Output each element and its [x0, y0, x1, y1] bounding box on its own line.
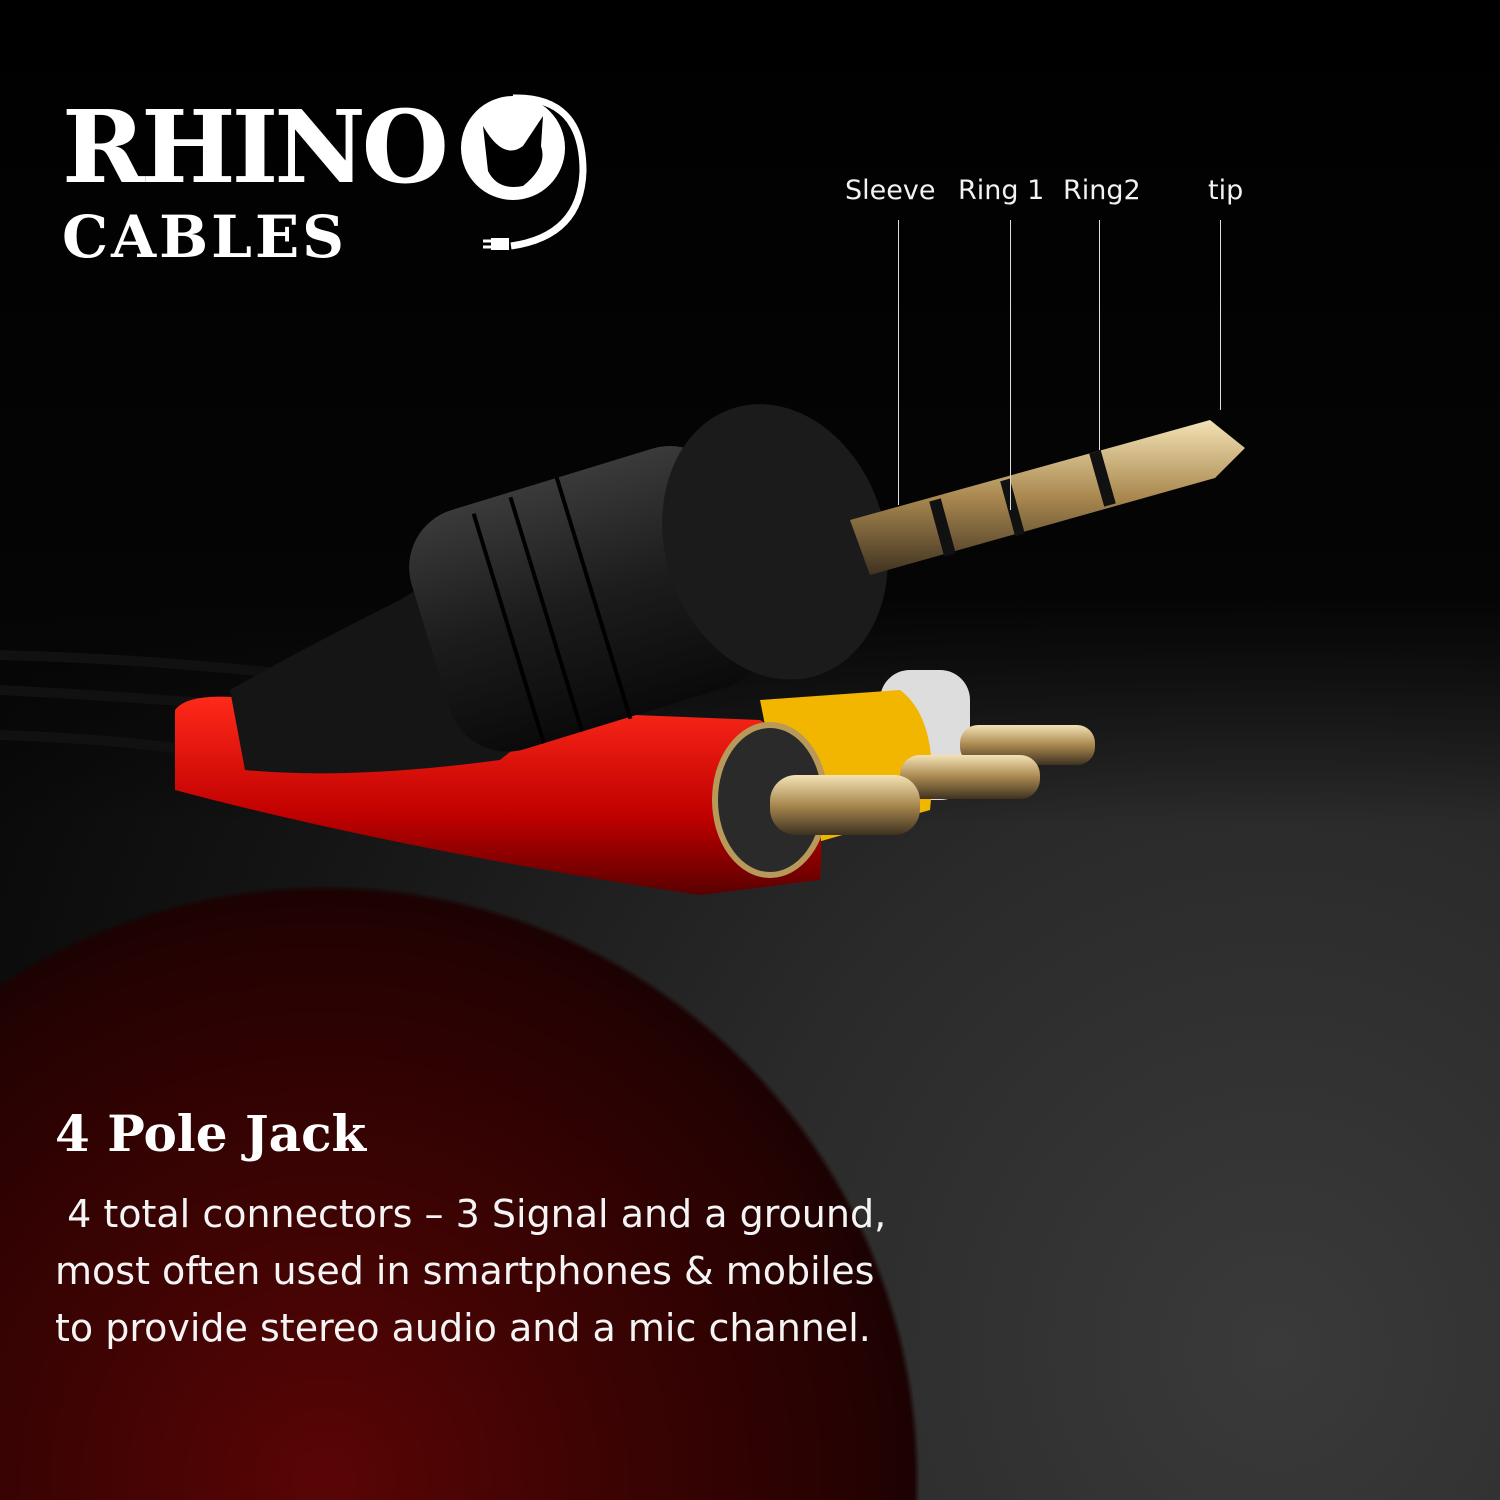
logo-words: RHINO CABLES — [62, 88, 449, 272]
tip-ring-ring-sleeve-jack — [850, 420, 1245, 575]
ring-2-leader-line — [1099, 220, 1100, 450]
logo-text-cables: CABLES — [62, 203, 348, 271]
label-ring-2: Ring2 — [1063, 175, 1141, 206]
ring-1-leader-line — [1010, 220, 1011, 510]
plug-cable-icon — [482, 238, 509, 250]
feature-description: 4 total connectors – 3 Signal and a grou… — [55, 1192, 899, 1350]
label-tip: tip — [1208, 175, 1244, 206]
tip-leader-line — [1220, 220, 1221, 410]
logo-text-rhino: RHINO — [62, 88, 449, 206]
rhino-head-icon — [460, 94, 587, 250]
label-ring-1: Ring 1 — [958, 175, 1045, 206]
sleeve-leader-line — [898, 220, 899, 505]
feature-title: 4 Pole Jack — [55, 1104, 367, 1163]
label-sleeve: Sleeve — [845, 175, 936, 206]
rhino-cables-logo: RHINO CABLES — [62, 92, 593, 272]
jack-plug-body — [230, 404, 888, 774]
